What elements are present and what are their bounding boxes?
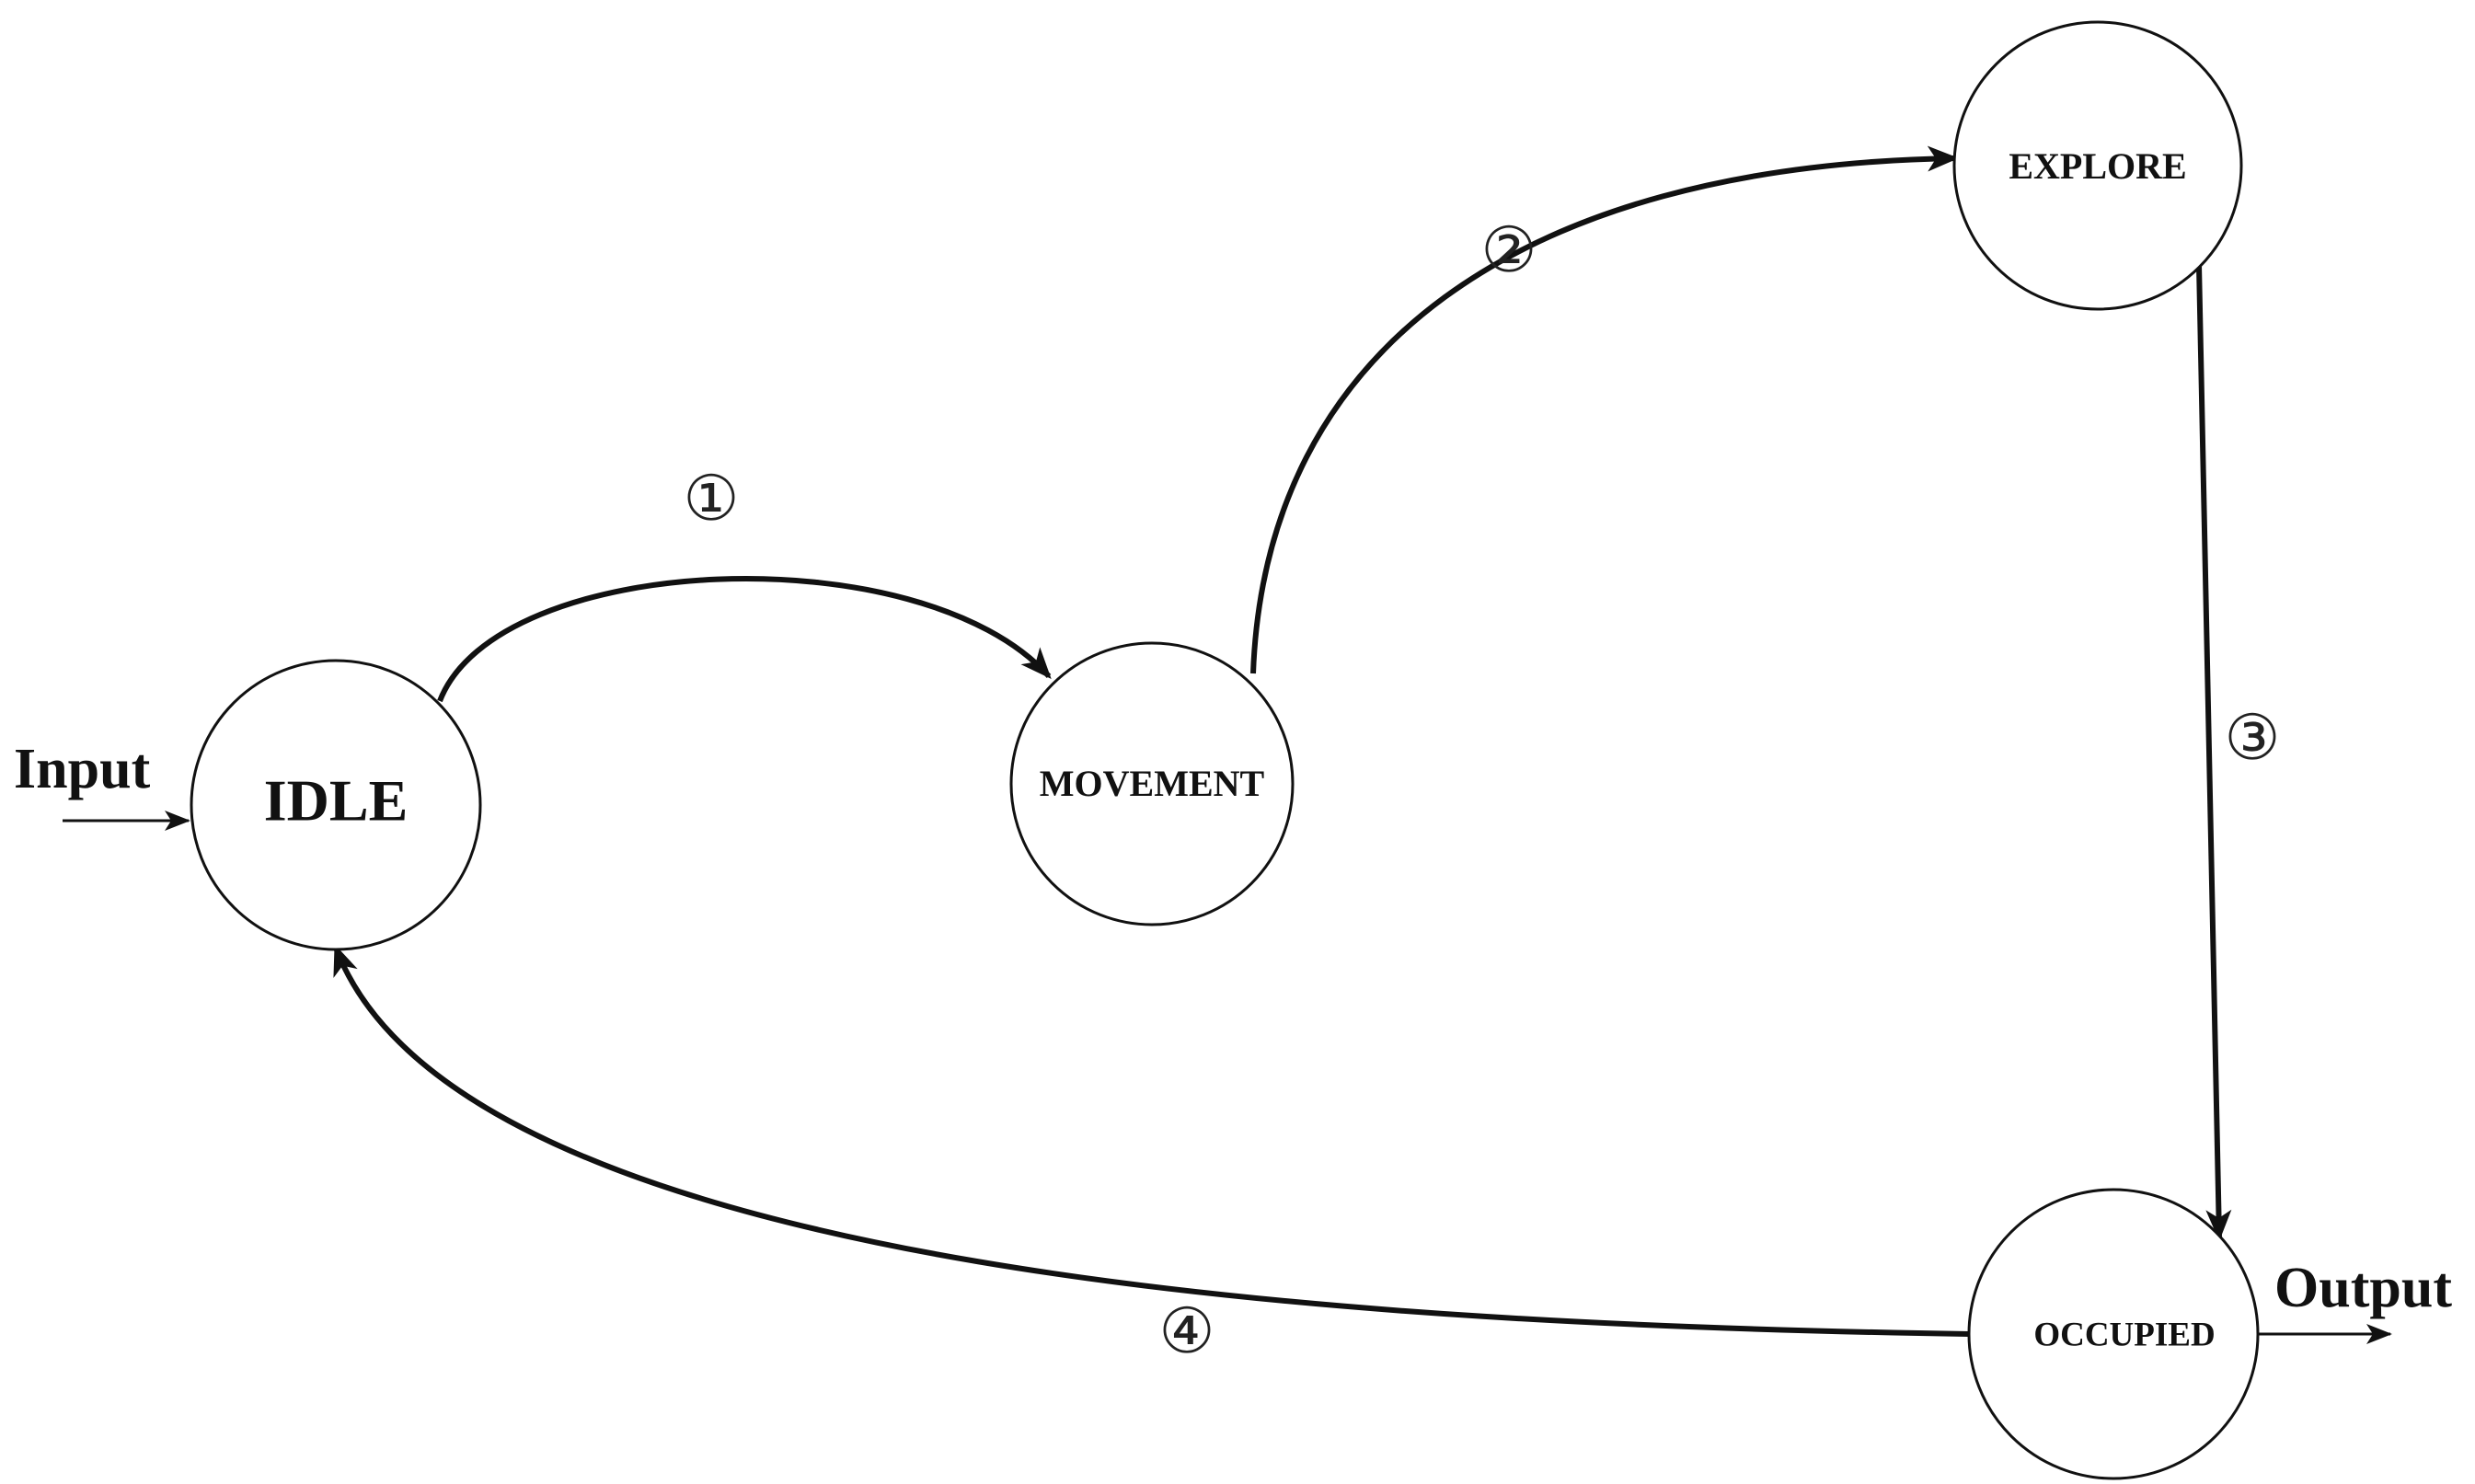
state-explore: EXPLORE <box>1952 20 2243 311</box>
transition-label-3: ③ <box>2225 702 2281 775</box>
state-idle: IDLE <box>190 659 482 951</box>
transition-label-4: ④ <box>1159 1295 1215 1368</box>
transition-edge-4 <box>333 944 1970 1337</box>
transition-edge-3 <box>2196 264 2232 1241</box>
state-movement: MOVEMENT <box>1009 641 1295 926</box>
state-explore-label: EXPLORE <box>2009 145 2186 187</box>
state-occupied: OCCUPIED <box>1967 1188 2260 1480</box>
state-idle-label: IDLE <box>264 768 409 834</box>
transition-label-2: ② <box>1481 214 1537 287</box>
transition-label-1: ① <box>684 463 740 535</box>
state-occupied-label: OCCUPIED <box>2033 1316 2215 1353</box>
transition-edge-2 <box>1250 145 1959 674</box>
input-label: Input <box>14 738 151 800</box>
transition-edge-1 <box>437 575 1052 703</box>
state-movement-label: MOVEMENT <box>1040 763 1265 804</box>
output-label: Output <box>2274 1257 2452 1319</box>
